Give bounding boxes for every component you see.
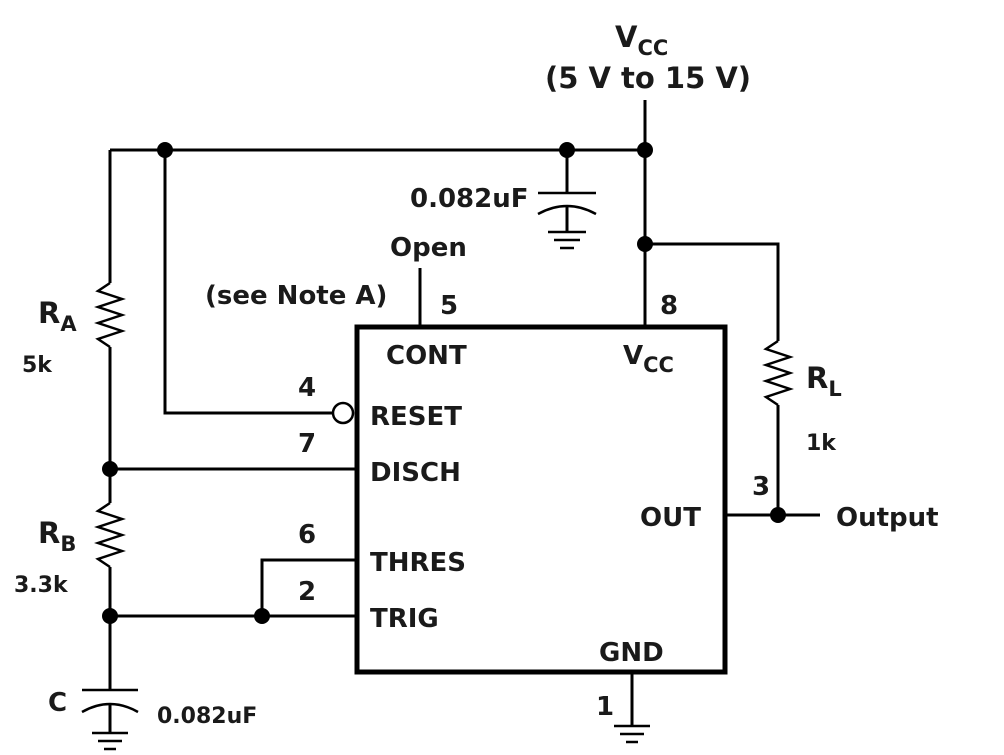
reset-wire xyxy=(163,150,333,415)
cont-open-label: Open xyxy=(390,233,467,263)
pin-number-5: 5 xyxy=(440,291,458,321)
timing-capacitor-value: 0.082uF xyxy=(157,704,257,729)
vcc-supply-label: VCC xyxy=(615,20,668,60)
pin-number-8: 8 xyxy=(660,291,678,321)
node-dot-output xyxy=(770,507,786,523)
rb-label: RB xyxy=(38,516,76,556)
gnd-symbol xyxy=(614,672,650,744)
vcc-decoupling-capacitor xyxy=(537,150,597,250)
pin-number-2: 2 xyxy=(298,577,316,607)
pin-name-reset: RESET xyxy=(370,402,462,432)
resistor-rl xyxy=(762,339,794,407)
rl-value: 1k xyxy=(806,431,837,456)
ra-label: RA xyxy=(38,296,77,336)
pin-name-vcc: VCC xyxy=(623,341,674,377)
resistor-ra xyxy=(94,281,126,349)
rl-label: RL xyxy=(806,361,842,401)
rb-value: 3.3k xyxy=(14,573,69,598)
pin-name-out: OUT xyxy=(640,503,701,533)
timing-capacitor-label: C xyxy=(48,688,67,718)
vcc-supply-range: (5 V to 15 V) xyxy=(545,61,751,95)
note-a-label: (see Note A) xyxy=(205,281,387,311)
timing-capacitor xyxy=(81,688,139,751)
rl-top-wire xyxy=(645,242,780,341)
thres-wire xyxy=(260,558,357,616)
timer-chip-body xyxy=(354,324,728,675)
pin-name-trig: TRIG xyxy=(370,604,439,634)
pin-number-1: 1 xyxy=(596,692,614,722)
pin-number-6: 6 xyxy=(298,520,316,550)
pin-number-7: 7 xyxy=(298,429,316,459)
ra-value: 5k xyxy=(22,353,53,378)
vcc-capacitor-value: 0.082uF xyxy=(410,184,529,214)
pin-name-disch: DISCH xyxy=(370,458,461,488)
output-label: Output xyxy=(836,503,939,533)
pin-number-4: 4 xyxy=(298,373,316,403)
pin-number-3: 3 xyxy=(752,472,770,502)
reset-inversion-bubble xyxy=(331,401,355,425)
pin-name-thres: THRES xyxy=(370,548,466,578)
pin-name-gnd: GND xyxy=(599,638,664,668)
resistor-rb xyxy=(94,501,126,569)
pin-name-cont: CONT xyxy=(386,341,467,371)
